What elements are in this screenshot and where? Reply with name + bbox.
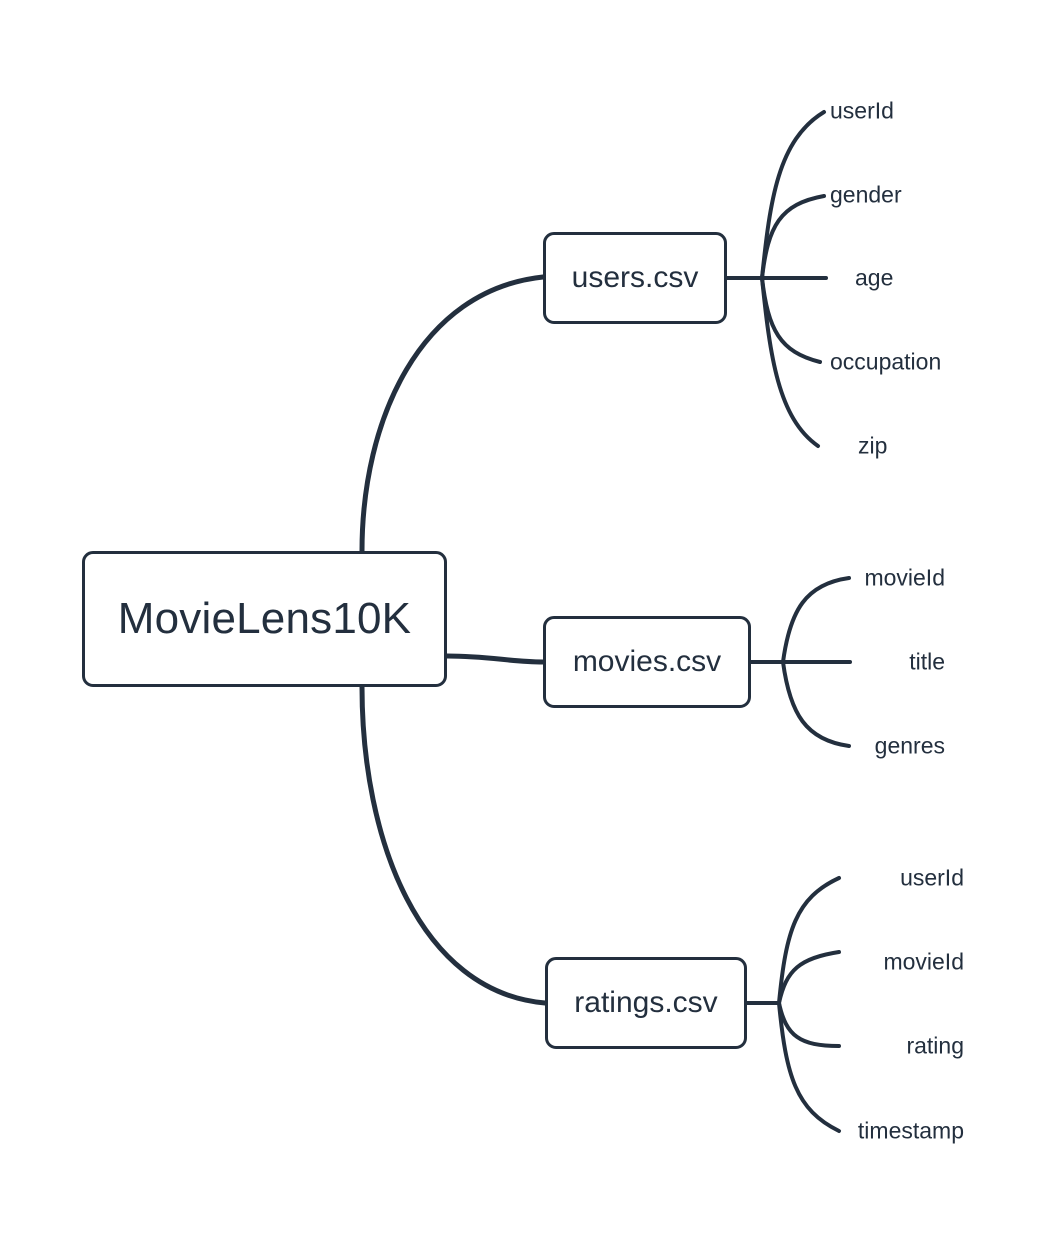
mindmap-leaf-users-zip: zip	[858, 432, 888, 459]
mindmap-leaf-ratings-timestamp: timestamp	[857, 1117, 964, 1144]
edge-movies-leaf-movieid	[781, 576, 851, 664]
edge-root-to-movies	[444, 653, 546, 665]
edge-movies-leaf-genres	[781, 660, 851, 748]
mindmap-root-label: MovieLens10K	[117, 594, 412, 643]
edge-ratings-leaf-userid	[777, 876, 841, 1005]
mindmap-branch-node-ratings[interactable]: ratings.csv	[545, 957, 747, 1049]
edge-users-leaf-gender	[760, 194, 826, 280]
mindmap-leaf-ratings-userid: userId	[900, 864, 964, 891]
mindmap-branch-node-movies[interactable]: movies.csv	[543, 616, 751, 708]
edge-root-to-users	[359, 274, 546, 554]
mindmap-branch-node-users[interactable]: users.csv	[543, 232, 727, 324]
edge-ratings-leaf-timestamp	[777, 1001, 841, 1133]
mindmap-root-node[interactable]: MovieLens10K	[82, 551, 447, 687]
edge-ratings-leaf-rating	[777, 1001, 841, 1048]
mindmap-leaf-users-gender: gender	[830, 181, 902, 208]
mindmap-leaf-users-occupation: occupation	[830, 348, 942, 375]
mindmap-branch-label-ratings: ratings.csv	[574, 986, 718, 1019]
mindmap-leaf-movies-movieid: movieId	[864, 564, 945, 591]
mindmap-leaf-movies-genres: genres	[874, 732, 945, 759]
edge-users-leaf-occupation	[760, 276, 822, 364]
mindmap-branch-label-users: users.csv	[571, 261, 699, 294]
mindmap-leaf-ratings-rating: rating	[906, 1032, 964, 1059]
mindmap-leaf-users-age: age	[855, 264, 894, 291]
edge-users-leaf-zip	[760, 276, 820, 448]
mindmap-leaf-movies-title: title	[909, 648, 945, 675]
edge-root-to-ratings	[359, 684, 548, 1006]
mindmap-leaf-ratings-movieid: movieId	[883, 948, 964, 975]
mindmap-branch-label-movies: movies.csv	[572, 645, 722, 678]
edge-users-leaf-userid	[760, 110, 826, 280]
edge-ratings-leaf-movieid	[777, 950, 841, 1005]
mindmap-leaf-users-userid: userId	[830, 97, 894, 124]
